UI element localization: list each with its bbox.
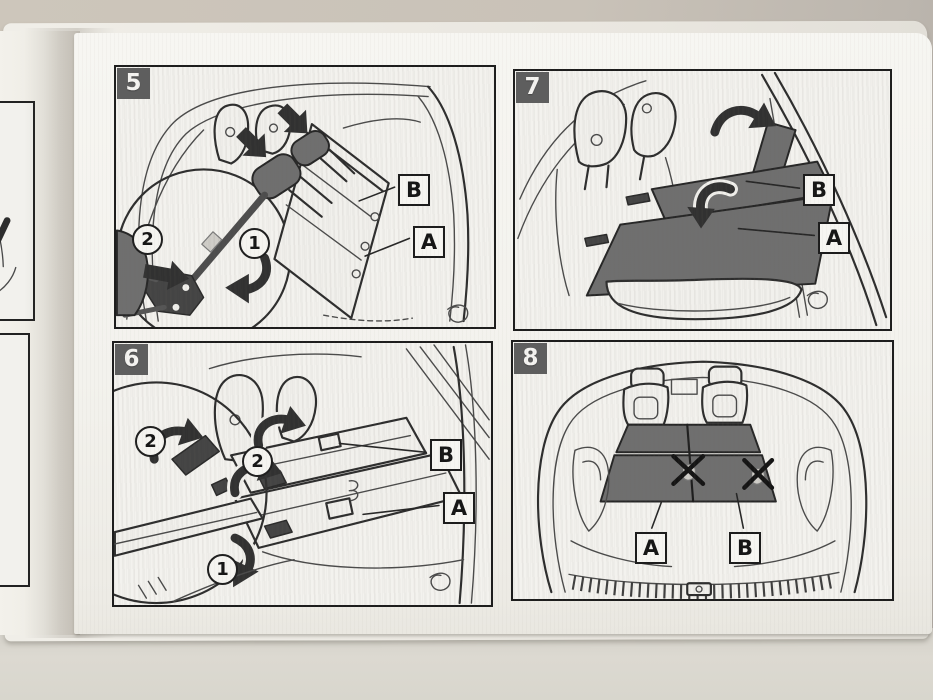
cargo-hook-curl — [447, 304, 469, 323]
step-1-rotate-arrow-icon — [227, 530, 259, 588]
panel-number-badge: 8 — [514, 343, 547, 374]
panel-8-illustration — [536, 360, 868, 599]
panel-7-illustration — [517, 71, 888, 327]
left-page-partial-panel-bottom — [0, 333, 30, 587]
left-page-edge — [0, 31, 80, 635]
flip-arrow-icons — [687, 102, 776, 229]
front-seats — [622, 365, 749, 426]
strap-detail-circle — [114, 381, 268, 605]
callout-box-a: A — [635, 532, 667, 564]
leader-line-b — [735, 492, 745, 529]
leader-line-a — [362, 504, 440, 516]
leader-line-a — [364, 237, 411, 257]
folded-seatbacks — [230, 416, 463, 549]
step-marker-2b: 2 — [242, 446, 273, 477]
removed-headrests — [251, 129, 356, 218]
headrest-outlines — [555, 90, 681, 297]
callout-box-a: A — [413, 226, 445, 258]
callout-box-b: B — [729, 532, 761, 564]
step-marker-1: 1 — [207, 554, 238, 585]
step-marker-2: 2 — [132, 224, 163, 255]
panel-number-badge: 6 — [115, 344, 148, 375]
step-marker-2a: 2 — [135, 426, 166, 457]
callout-box-a: A — [443, 492, 475, 524]
floor-dashed-line — [323, 314, 414, 322]
booklet-page: 5 B A 2 1 — [74, 33, 932, 634]
callout-box-b: B — [803, 174, 835, 206]
instruction-panel-7: 7 B A — [513, 69, 892, 331]
partial-illustration-lever — [0, 217, 17, 292]
cargo-hook-curl — [806, 290, 828, 310]
tailgate-aperture — [536, 360, 868, 594]
push-arrow-icons — [236, 103, 308, 158]
instruction-panel-8: 8 A B — [511, 340, 894, 601]
left-page-partial-panel-top — [0, 101, 35, 321]
leader-line-a — [651, 500, 663, 529]
cargo-hook-curl — [429, 572, 451, 591]
panel-number-badge: 7 — [516, 72, 549, 103]
leader-line-b — [745, 180, 801, 189]
leader-line-b — [358, 186, 396, 202]
instruction-panel-6: 6 B A 2 2 1 — [112, 341, 493, 607]
seat-cushion — [605, 277, 803, 321]
side-trim-lines — [570, 446, 836, 568]
partial-illustration-seat — [0, 335, 28, 585]
step-2-arrow-icon — [143, 260, 189, 290]
leader-line-a — [737, 227, 816, 237]
panel-6-illustration — [114, 344, 490, 605]
instruction-panel-5: 5 B A 2 1 — [114, 65, 496, 329]
strap-x-marks — [671, 454, 775, 490]
step-marker-1: 1 — [239, 228, 270, 259]
step-1-rotate-arrow-icon — [225, 253, 271, 304]
panel-number-badge: 5 — [117, 68, 150, 99]
car-frame-lines — [208, 344, 490, 605]
callout-box-a: A — [818, 222, 850, 254]
callout-box-b: B — [398, 174, 430, 206]
leader-line-b — [338, 442, 427, 454]
callout-box-b: B — [430, 439, 462, 471]
panel-5-illustration — [116, 82, 470, 327]
folded-seatback — [273, 123, 390, 320]
sill-hatch — [568, 571, 840, 599]
